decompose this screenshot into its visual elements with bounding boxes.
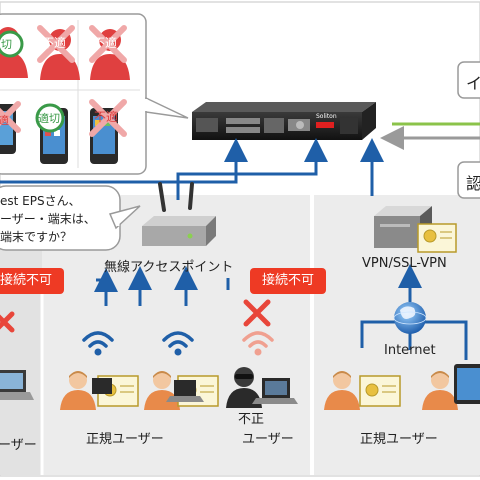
stamp-label: 不適 [94,110,119,124]
deny-x-icon [0,311,15,333]
deny-x-icon [37,25,75,63]
user-icon [422,371,458,410]
wifi-signal-icon [94,348,102,356]
wifi-signal-icon [162,331,194,348]
stamp-label: 適切 [38,112,60,125]
wifi-signal-icon [254,348,262,356]
stamp-label: 不適 [42,36,67,50]
question-bubble [0,185,141,251]
wireless-ap-label: 無線アクセスポイント [104,260,234,275]
wifi-signal-icon [82,331,114,348]
vpn-user-label: 正規ユーザー [360,432,438,447]
callout-bubble-lower [457,161,480,199]
question-line-1: est EPSさん、 [0,194,81,208]
internet-globe-icon [393,302,427,334]
callout-text-upper: イ [466,74,480,93]
stamp-label: 切 [1,38,12,51]
deny-x-icon [89,99,127,137]
stamp-label: 適 [0,114,9,127]
network-appliance-icon [192,102,376,140]
wifi-signal-icon [174,348,182,356]
stamp-label: 不適 [93,36,118,50]
wireless-router-icon [142,182,216,246]
user-icon [144,371,180,410]
user-icon [60,371,96,410]
approved-stamp-icon [0,30,24,58]
rogue-user-icon [226,367,262,408]
approved-stamp-icon [35,103,65,133]
certificate-icon [417,223,457,253]
deny-x-icon [89,25,127,63]
tablet-icon [454,364,480,404]
user-icon [324,371,360,410]
rogue-user-label-1: 不正 [238,412,265,427]
deny-badge-left: 接続不可 [0,268,64,294]
certificate-icon [359,375,401,407]
laptop-icon [92,378,112,394]
vpn-label: VPN/SSL-VPN [362,256,447,271]
callout-bubble-upper [457,61,480,99]
internet-label: Internet [384,343,436,358]
laptop-icon [0,370,34,400]
legit-user-label-left: ーザー [0,438,37,453]
deny-x-icon [243,299,271,327]
deny-badge-rogue: 接続不可 [250,268,326,294]
laptop-icon [166,380,204,402]
legit-user-label: 正規ユーザー [86,432,164,447]
question-line-3: 端末ですか？ [0,230,73,244]
wifi-signal-icon [242,331,274,348]
deny-x-icon [0,101,21,133]
laptop-icon [252,378,298,404]
callout-text-lower: 認 [466,174,480,193]
rogue-user-label-2: ユーザー [242,432,294,447]
question-line-2: ーザー・端末は、 [0,212,96,226]
server-brand: Soliton [316,113,337,120]
